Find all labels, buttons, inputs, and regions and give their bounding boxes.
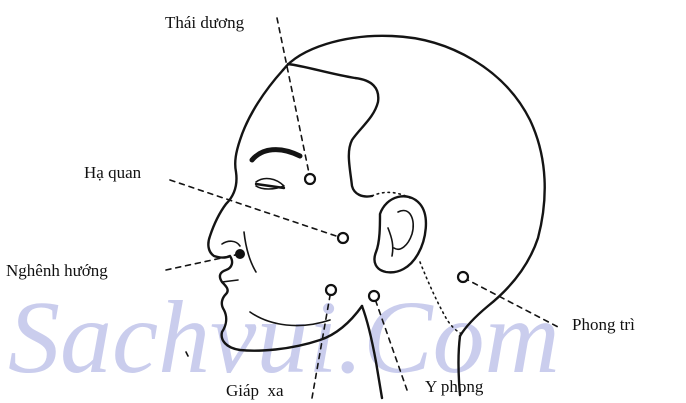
nostril <box>222 241 240 246</box>
eyebrow <box>252 150 300 160</box>
label-y-phong: Y phong <box>425 377 484 396</box>
point-phong-tri <box>458 272 468 282</box>
point-ha-quan <box>338 233 348 243</box>
point-thai-duong <box>305 174 315 184</box>
point-y-phong <box>369 291 379 301</box>
label-giap-xa: Giáp xa <box>226 381 284 400</box>
ear <box>374 196 425 272</box>
hairline <box>288 64 378 197</box>
cheek-line <box>244 232 256 272</box>
point-giap-xa <box>326 285 336 295</box>
label-thai-duong: Thái dương <box>165 13 245 32</box>
label-ha-quan: Hạ quan <box>84 163 142 182</box>
label-nghenh-huong: Nghênh hướng <box>6 261 108 280</box>
point-nghenh-huong <box>235 249 245 259</box>
ear-inner <box>394 211 413 250</box>
label-phong-tri: Phong trì <box>572 315 635 334</box>
ear-helix <box>388 228 393 256</box>
leader-ha-quan <box>170 180 342 238</box>
